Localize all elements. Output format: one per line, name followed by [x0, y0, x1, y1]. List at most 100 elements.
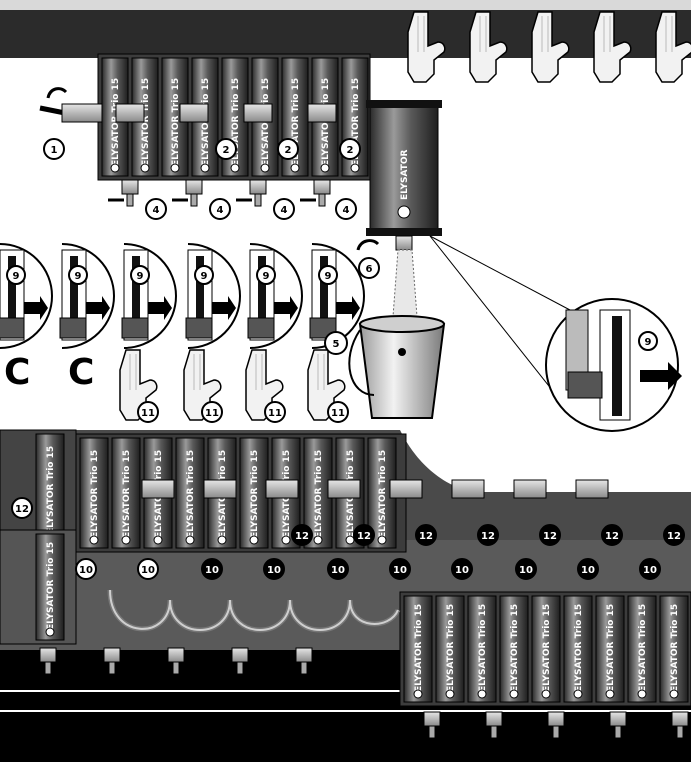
step-11-callout-4-label: 11	[331, 408, 345, 419]
step-10-callout-1: 10	[75, 558, 97, 580]
lower-cylinder-4: ELYSATOR Trio 15	[499, 595, 529, 703]
hose-group	[107, 589, 401, 633]
step-12-callout-dark-2-label: 12	[357, 531, 371, 542]
step-2-callout-1: 2	[215, 138, 237, 160]
step-10-callout-dark-7: 10	[577, 558, 599, 580]
step-4-callout-3: 4	[273, 198, 295, 220]
step-10-callout-dark-5-label: 10	[455, 565, 469, 576]
step-10-callout-dark-4-label: 10	[393, 565, 407, 576]
mini-magnifier-1: 9	[0, 243, 53, 349]
step-6-callout: 6	[356, 239, 380, 279]
step-12-callout-dark-6-label: 12	[605, 531, 619, 542]
pointing-hand-icon-top-1	[407, 11, 446, 83]
mini-magnifier-3-label: 9	[137, 271, 144, 282]
step-10-callout-dark-1-label: 10	[205, 565, 219, 576]
mini-magnifier-2-label: 9	[75, 271, 82, 282]
step-11-callout-2-label: 11	[205, 408, 219, 419]
step-4-callouts: 4 4 4 4	[145, 198, 357, 220]
step-4-callout-2: 4	[209, 198, 231, 220]
lower-cylinder-8-brand: ELYSATOR Trio 15	[638, 604, 648, 692]
lower-cylinder-3: ELYSATOR Trio 15	[467, 595, 497, 703]
step-12-callout-dark-1: 12	[291, 524, 313, 546]
lower-cylinder-1-brand: ELYSATOR Trio 15	[414, 604, 424, 692]
pointing-hand-icon-top-2	[469, 11, 508, 83]
top-drain-valve-3	[236, 179, 267, 207]
step-12-callout-dark-3-label: 12	[419, 531, 433, 542]
step-12-callout-dark-2: 12	[353, 524, 375, 546]
bottom-cylinder-2-brand: ELYSATOR Trio 15	[122, 450, 132, 538]
step-12-callout-dark-4: 12	[477, 524, 499, 546]
step-10-callout-dark-3: 10	[327, 558, 349, 580]
lower-unit-row: ELYSATOR Trio 15 ELYSATOR Trio 15 ELYSATOR…	[0, 529, 691, 739]
mini-magnifier-1-label: 9	[13, 271, 20, 282]
letter-c-2: C	[68, 352, 94, 393]
bottom-unit-row: ELYSATOR Trio 15 ELYSATOR Trio 15 ELYSATOR…	[0, 429, 609, 553]
lower-cylinder-9-brand: ELYSATOR Trio 15	[670, 604, 680, 692]
step-12-callout-dark-3: 12	[415, 524, 437, 546]
middle-hand-row	[119, 349, 346, 421]
bucket-icon	[348, 315, 446, 419]
step-label-9-detail: 9	[645, 337, 652, 348]
mini-magnifier-5-label: 9	[263, 271, 270, 282]
lower-cylinder-6-brand: ELYSATOR Trio 15	[574, 604, 584, 692]
step-label-6: 6	[366, 264, 373, 275]
step-11-callout-3: 11	[264, 401, 286, 423]
lower-cylinder-left: ELYSATOR Trio 15	[35, 533, 65, 641]
top-cylinder-9-brand: ELYSATOR Trio 15	[351, 78, 361, 166]
lower-cylinder-9: ELYSATOR Trio 15	[659, 595, 689, 703]
pointing-hand-icon-top-5	[655, 11, 691, 83]
lower-drain-valve-4	[218, 647, 249, 675]
lower-cylinder-4-brand: ELYSATOR Trio 15	[510, 604, 520, 692]
top-drain-valve-1	[108, 179, 139, 207]
pointing-hand-icon-top-3	[531, 11, 570, 83]
bottom-cylinder-4-brand: ELYSATOR Trio 15	[186, 450, 196, 538]
step-2-callout-1-label: 2	[223, 145, 230, 156]
lower-cylinder-8: ELYSATOR Trio 15	[627, 595, 657, 703]
step-label-5: 5	[333, 339, 340, 350]
bottom-cylinder-10-brand: ELYSATOR Trio 15	[378, 450, 388, 538]
bottom-cylinder-6-brand: ELYSATOR Trio 15	[250, 450, 260, 538]
bottom-cylinder-1: ELYSATOR Trio 15	[79, 437, 109, 549]
bottom-cylinder-1-brand: ELYSATOR Trio 15	[90, 450, 100, 538]
step-4-callout-4-label: 4	[343, 205, 350, 216]
step-11-callout-2: 11	[201, 401, 223, 423]
bottom-cylinder-2: ELYSATOR Trio 15	[111, 437, 141, 549]
step-4-callout-1: 4	[145, 198, 167, 220]
right-drain-valve-5	[658, 711, 689, 739]
lower-drain-valve-1	[26, 647, 57, 675]
top-cylinder-7-brand: ELYSATOR Trio 15	[291, 78, 301, 166]
step-4-callout-4: 4	[335, 198, 357, 220]
step-5-callout: 5	[324, 331, 348, 355]
top-drain-valve-4	[300, 179, 331, 207]
top-cylinder-3-brand: ELYSATOR Trio 15	[171, 78, 181, 166]
lower-drain-valve-2	[90, 647, 121, 675]
step-10-callout-dark-6-label: 10	[519, 565, 533, 576]
lower-cylinder-left-brand: ELYSATOR Trio 15	[46, 542, 56, 630]
step-12-callout-dark-1-label: 12	[295, 531, 309, 542]
step-2-callout-3-label: 2	[347, 145, 354, 156]
step-10-callout-dark-2: 10	[263, 558, 285, 580]
mini-magnifier-3: 9	[121, 243, 177, 349]
lower-drain-valve-5	[282, 647, 313, 675]
step-2-callout-3: 2	[339, 138, 361, 160]
top-drain-valve-2	[172, 179, 203, 207]
right-drain-valve-1	[410, 711, 441, 739]
mini-magnifier-2: 9	[59, 243, 115, 349]
drain-unit-brand: ELYSATOR	[400, 149, 410, 200]
detail-magnifier: 9	[429, 235, 682, 432]
step-12-callout-1-label: 12	[15, 504, 29, 515]
drain-unit: ELYSATOR	[366, 100, 442, 331]
step-12-callout-dark-5: 12	[539, 524, 561, 546]
step-10-callout-dark-6: 10	[515, 558, 537, 580]
right-drain-valve-3	[534, 711, 565, 739]
mini-magnifier-5: 9	[247, 243, 303, 349]
bottom-cylinder-6: ELYSATOR Trio 15	[239, 437, 269, 549]
step-1-callout: 1	[39, 87, 103, 160]
step-10-callout-dark-5: 10	[451, 558, 473, 580]
turn-arrow-icon	[46, 87, 68, 99]
pointing-hand-icon-top-4	[593, 11, 632, 83]
lower-cylinder-2-brand: ELYSATOR Trio 15	[446, 604, 456, 692]
